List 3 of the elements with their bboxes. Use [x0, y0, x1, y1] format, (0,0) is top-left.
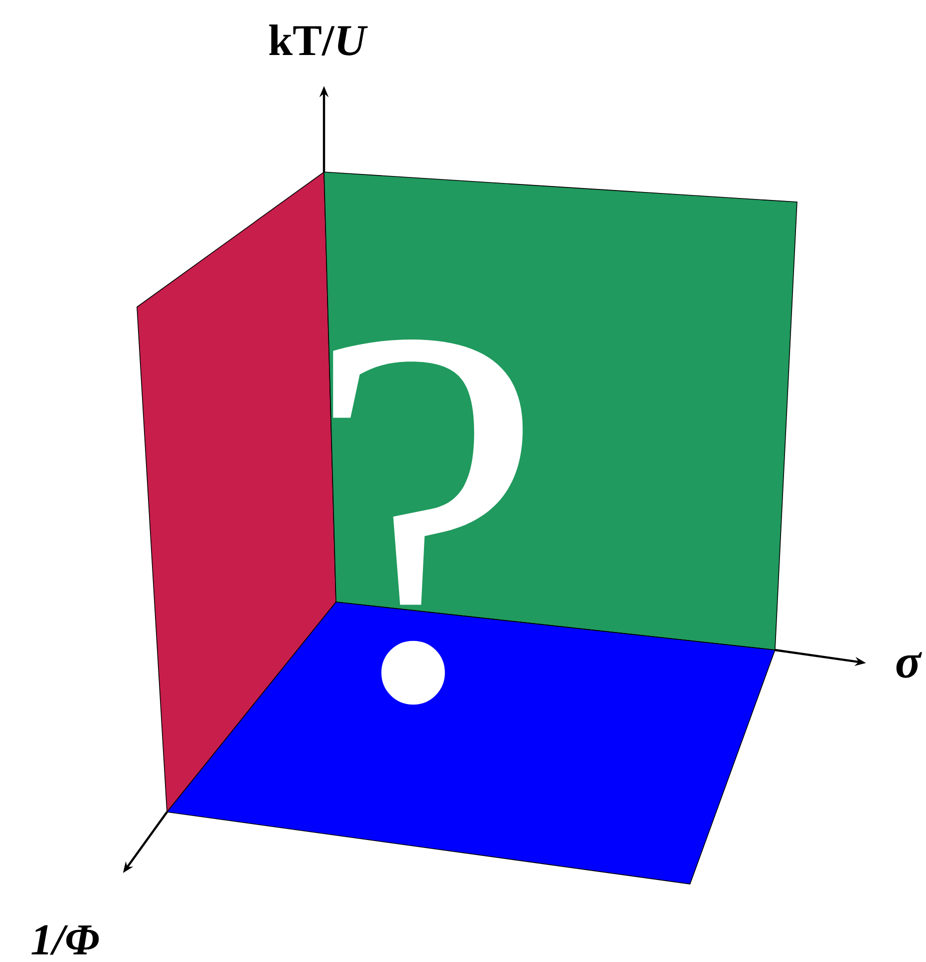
axis-label: kT/U — [269, 24, 368, 56]
axis-label: σ — [896, 652, 922, 678]
axis-label: 1/Φ — [32, 925, 99, 955]
